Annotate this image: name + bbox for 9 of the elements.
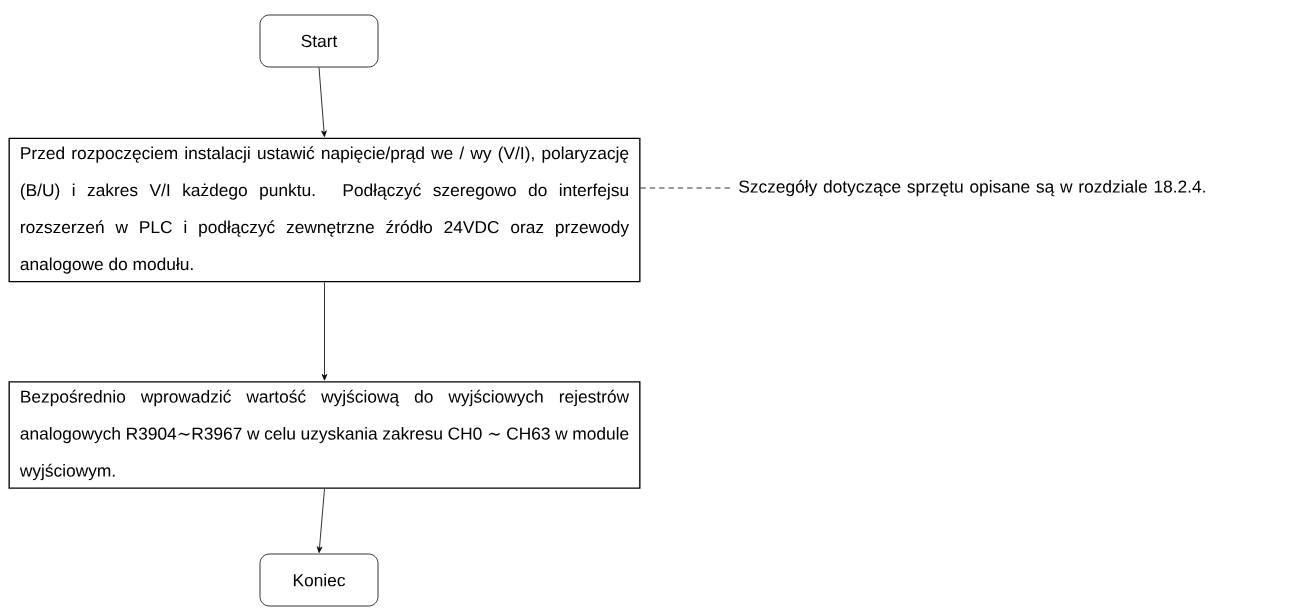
arrow — [316, 488, 325, 553]
process-box: Przed rozpoczęciem instalacji ustawić napięcie/prąd we / wy (V/I), polaryzację (B/U) i zakres V/I każdego punktu. Podłączyć szeregowo do interfejsu rozszerzeń w PLC i podłączyć zewnętrzne źródło 24VDC oraz przewody analogowe do modułu. — [8, 137, 641, 283]
terminal-box: Start — [259, 14, 379, 68]
note-text: Szczegóły dotyczące sprzętu opisane są w rozdziale 18.2.4. — [739, 179, 1205, 197]
leader-line — [640, 187, 731, 189]
terminal-box: Koniec — [259, 553, 379, 607]
arrow — [321, 281, 328, 381]
arrow — [318, 67, 327, 137]
process-box: Bezpośrednio wprowadzić wartość wyjściową do wyjściowych rejestrów analogowych R3904∼R3967 w celu uzyskania zakresu CH0 ∼ CH63 w module wyjściowym. — [8, 381, 641, 489]
